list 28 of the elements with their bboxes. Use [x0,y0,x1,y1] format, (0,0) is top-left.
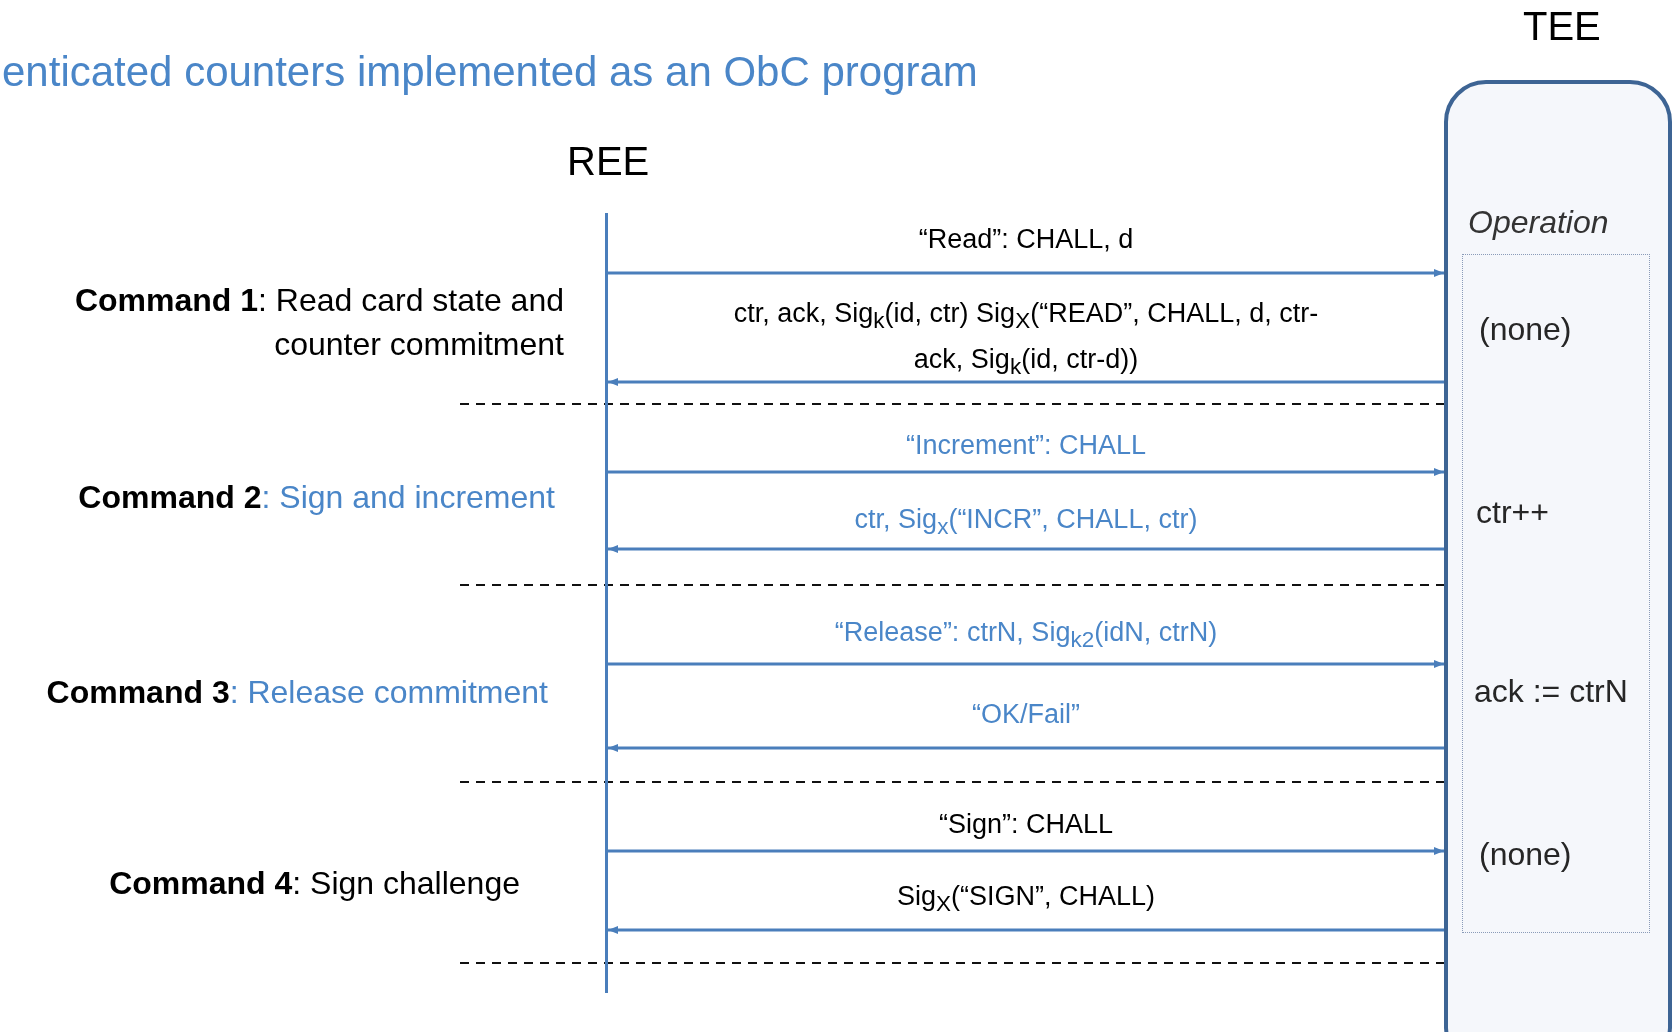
message-label: Sig$_{X}$(“SIGN”, CHALL) [896,880,1156,919]
command-description: Command 4: Sign challenge [108,864,520,903]
column-heading: Operation [1468,204,1609,241]
message-arrow [608,468,1444,476]
message-arrow [608,660,1444,668]
command-description: Command 2: Sign and increment [77,478,555,517]
message-label: “Increment”: CHALL [905,429,1147,462]
message-label: ctr, ack, Sig$_{k}$(id, ctr) Sig$_{X}$(“READ”, CHALL, d, ctr-ack, Sig$_{k}$(id, ctr-d)) [732,297,1320,382]
message-label: “OK/Fail” [972,698,1080,731]
operation-text: ctr++ [1476,494,1549,531]
message-arrow [608,926,1444,934]
message-label: “Read”: CHALL, d [918,223,1134,256]
message-arrow [608,847,1444,855]
message-arrow [608,378,1444,386]
command-description: Command 1: Read card state and counter commitment [73,281,564,364]
message-label: “Sign”: CHALL [938,808,1114,841]
lane-heading: REE [567,139,650,184]
message-arrow [608,269,1444,277]
message-arrow [608,744,1444,752]
operation-text: (none) [1479,836,1572,873]
command-description: Command 3: Release commitment [45,673,548,712]
title: enticated counters implemented as an ObC program [2,48,978,96]
lane-heading: TEE [1523,4,1601,49]
message-label: ctr, Sig$_{x}$(“INCR”, CHALL, ctr) [854,503,1198,542]
operation-text: (none) [1479,311,1572,348]
operation-text: ack := ctrN [1474,673,1628,710]
message-label: “Release”: ctrN, Sig$_{k2}$(idN, ctrN) [834,616,1218,655]
message-arrow [608,545,1444,553]
